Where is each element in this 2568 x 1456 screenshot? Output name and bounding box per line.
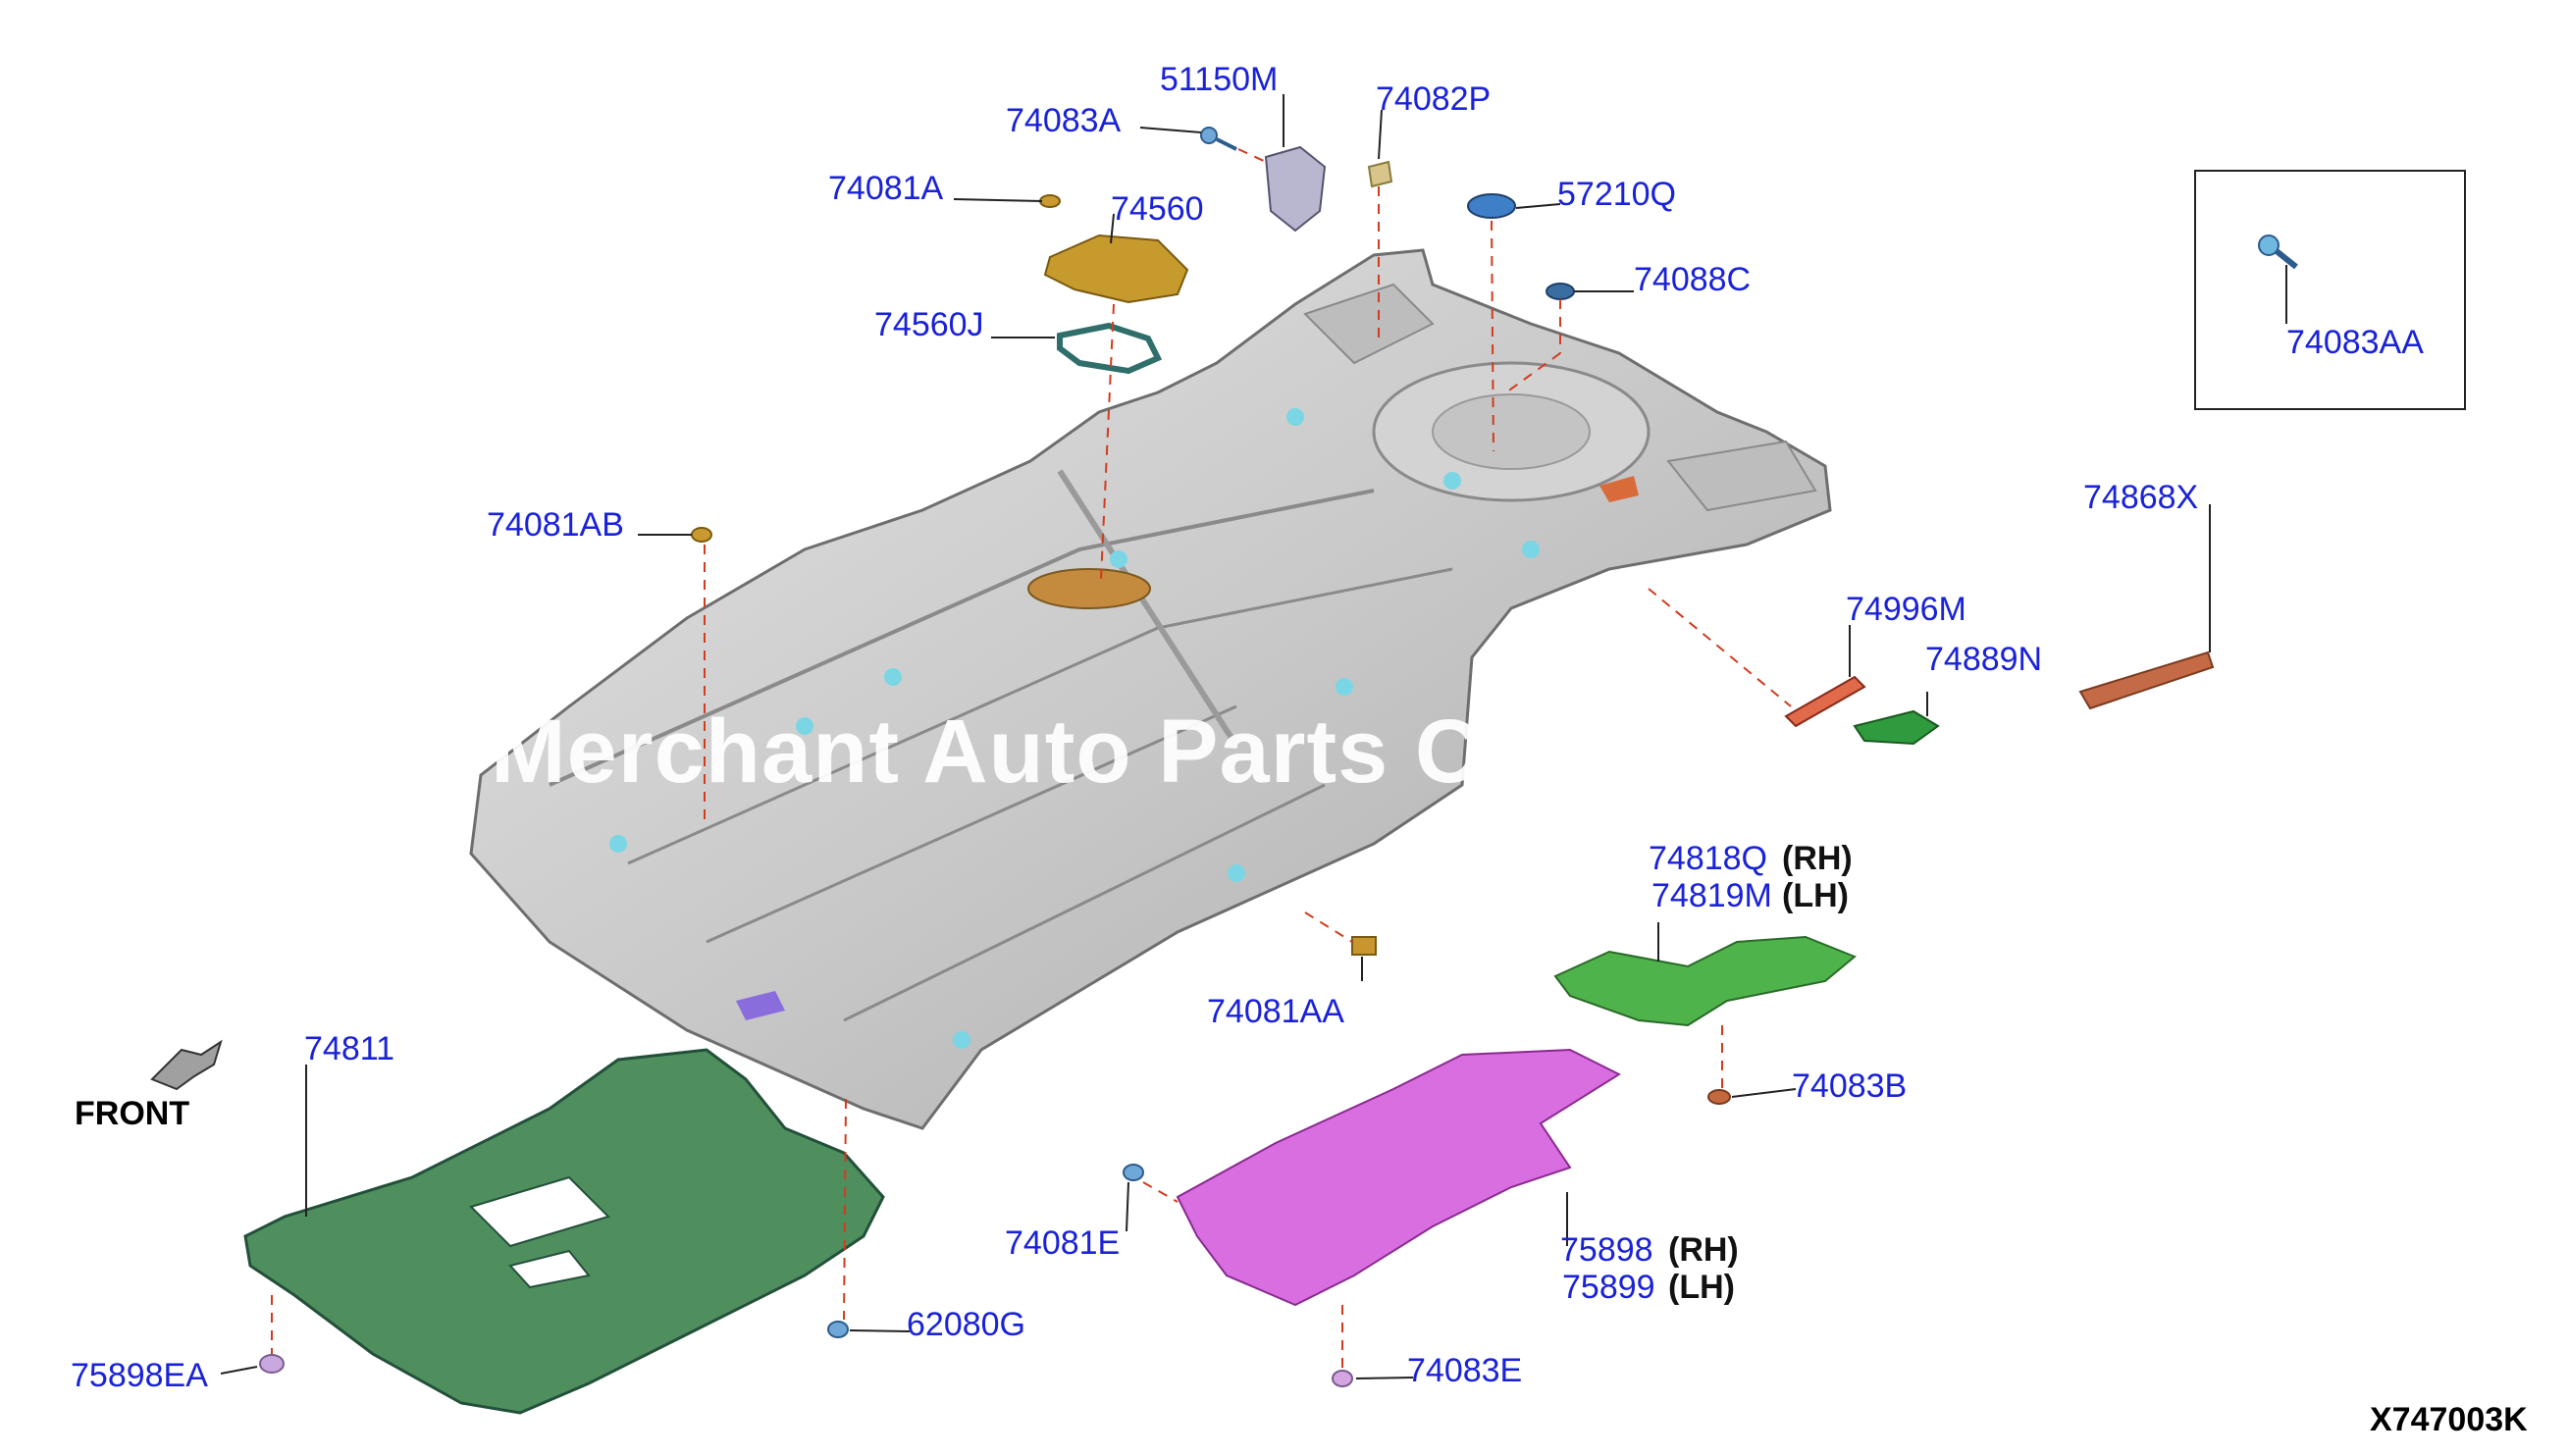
side-74819M: (LH) xyxy=(1782,877,1849,914)
part-74081AA xyxy=(1351,936,1377,956)
watermark-text: Merchant Auto Parts Ca xyxy=(491,702,1533,802)
part-74083E xyxy=(1332,1370,1353,1387)
front-label: FRONT xyxy=(75,1095,190,1132)
label-74081AB[interactable]: 74081AB xyxy=(487,506,624,544)
part-74996M xyxy=(1784,675,1866,728)
install-dashed-lines xyxy=(271,148,1792,1369)
label-75898[interactable]: 75898 xyxy=(1560,1231,1653,1269)
label-74819M[interactable]: 74819M xyxy=(1651,877,1772,914)
label-74088C[interactable]: 74088C xyxy=(1634,261,1752,298)
part-75898EA xyxy=(259,1354,285,1374)
label-74083AA[interactable]: 74083AA xyxy=(2286,324,2424,361)
floor-pan xyxy=(469,248,1832,1130)
label-74868X[interactable]: 74868X xyxy=(2083,479,2199,516)
label-74081AA[interactable]: 74081AA xyxy=(1207,993,1344,1030)
label-74818Q[interactable]: 74818Q xyxy=(1649,840,1767,877)
side-75899: (LH) xyxy=(1668,1269,1735,1306)
label-74560[interactable]: 74560 xyxy=(1111,190,1204,228)
part-75898-75899 xyxy=(1176,1048,1622,1307)
detail-inset-box xyxy=(2194,170,2466,410)
part-74811 xyxy=(243,1048,885,1415)
part-57210Q xyxy=(1467,193,1516,219)
part-74083B xyxy=(1707,1089,1731,1105)
label-74889N[interactable]: 74889N xyxy=(1925,641,2043,678)
label-74560J[interactable]: 74560J xyxy=(874,306,984,343)
part-74081A xyxy=(1039,194,1061,208)
label-74081A[interactable]: 74081A xyxy=(828,170,944,207)
label-74811[interactable]: 74811 xyxy=(304,1030,395,1067)
label-74083A[interactable]: 74083A xyxy=(1006,102,1122,139)
part-74560J xyxy=(1057,322,1163,375)
label-74082P[interactable]: 74082P xyxy=(1376,80,1492,118)
side-74818Q: (RH) xyxy=(1782,840,1853,877)
part-74560 xyxy=(1043,234,1189,304)
part-74081AB xyxy=(691,527,712,543)
part-74868X xyxy=(2078,650,2215,710)
front-arrow-icon xyxy=(150,1039,223,1091)
label-62080G[interactable]: 62080G xyxy=(907,1306,1025,1343)
leader-lines xyxy=(220,94,2287,1379)
part-74088C xyxy=(1546,283,1575,300)
label-74083E[interactable]: 74083E xyxy=(1407,1352,1523,1389)
part-74083AA xyxy=(2258,234,2298,270)
part-74081E xyxy=(1123,1164,1144,1181)
label-57210Q[interactable]: 57210Q xyxy=(1557,176,1676,213)
side-75898: (RH) xyxy=(1668,1231,1739,1269)
label-75899[interactable]: 75899 xyxy=(1562,1269,1655,1306)
part-74082P xyxy=(1367,160,1393,188)
drawing-code: X747003K xyxy=(2370,1401,2528,1438)
label-74083B[interactable]: 74083B xyxy=(1792,1067,1908,1105)
label-51150M[interactable]: 51150M xyxy=(1160,61,1279,98)
label-75898EA[interactable]: 75898EA xyxy=(71,1357,208,1394)
part-62080G xyxy=(827,1321,849,1338)
label-74996M[interactable]: 74996M xyxy=(1846,591,1966,628)
part-74889N xyxy=(1853,709,1940,746)
part-51150M xyxy=(1264,145,1327,233)
part-74818Q-74819M xyxy=(1553,935,1857,1027)
label-74081E[interactable]: 74081E xyxy=(1005,1224,1121,1262)
part-74083A xyxy=(1200,127,1237,151)
